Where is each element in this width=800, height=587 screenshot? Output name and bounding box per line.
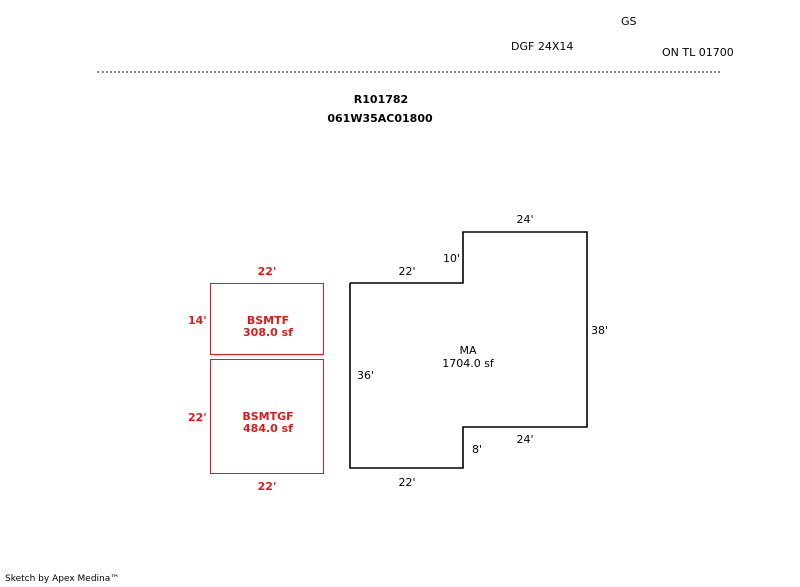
bsmtf-area-name: BSMTF [246, 314, 290, 327]
bsmtf-area-box [210, 283, 324, 355]
ma-notch-top-dimension: 10' [443, 252, 461, 265]
parcel-id: R101782 [353, 93, 409, 106]
bsmtf-top-dimension: 22' [257, 265, 277, 278]
ma-right-dimension: 38' [591, 324, 609, 337]
ma-bottom-dimension: 22' [398, 476, 416, 489]
bsmtgf-area-name: BSMTGF [242, 410, 294, 423]
dgf-label: DGF 24X14 [511, 40, 574, 53]
header-divider [97, 71, 720, 73]
ma-outline-path [349, 231, 588, 469]
bsmtgf-area-box [210, 359, 324, 474]
bsmtf-left-dimension: 14' [188, 314, 207, 327]
ma-bottom-right-dimension: 24' [516, 433, 534, 446]
ma-top-right-dimension: 24' [516, 213, 534, 226]
ma-area-name: MA [459, 344, 477, 357]
bsmtgf-bottom-dimension: 22' [257, 480, 277, 493]
sketch-credit: Sketch by Apex Medina™ [5, 574, 120, 584]
on-tl-label: ON TL 01700 [662, 46, 734, 59]
bsmtf-area-size: 308.0 sf [243, 326, 293, 339]
gs-label: GS [621, 15, 637, 28]
map-number: 061W35AC01800 [327, 112, 433, 125]
ma-top-left-dimension: 22' [398, 265, 416, 278]
bsmtgf-area-size: 484.0 sf [243, 422, 293, 435]
ma-area-size: 1704.0 sf [442, 357, 494, 370]
bsmtgf-left-dimension: 22' [188, 411, 207, 424]
ma-notch-bottom-dimension: 8' [472, 443, 483, 456]
ma-left-dimension: 36' [357, 369, 375, 382]
